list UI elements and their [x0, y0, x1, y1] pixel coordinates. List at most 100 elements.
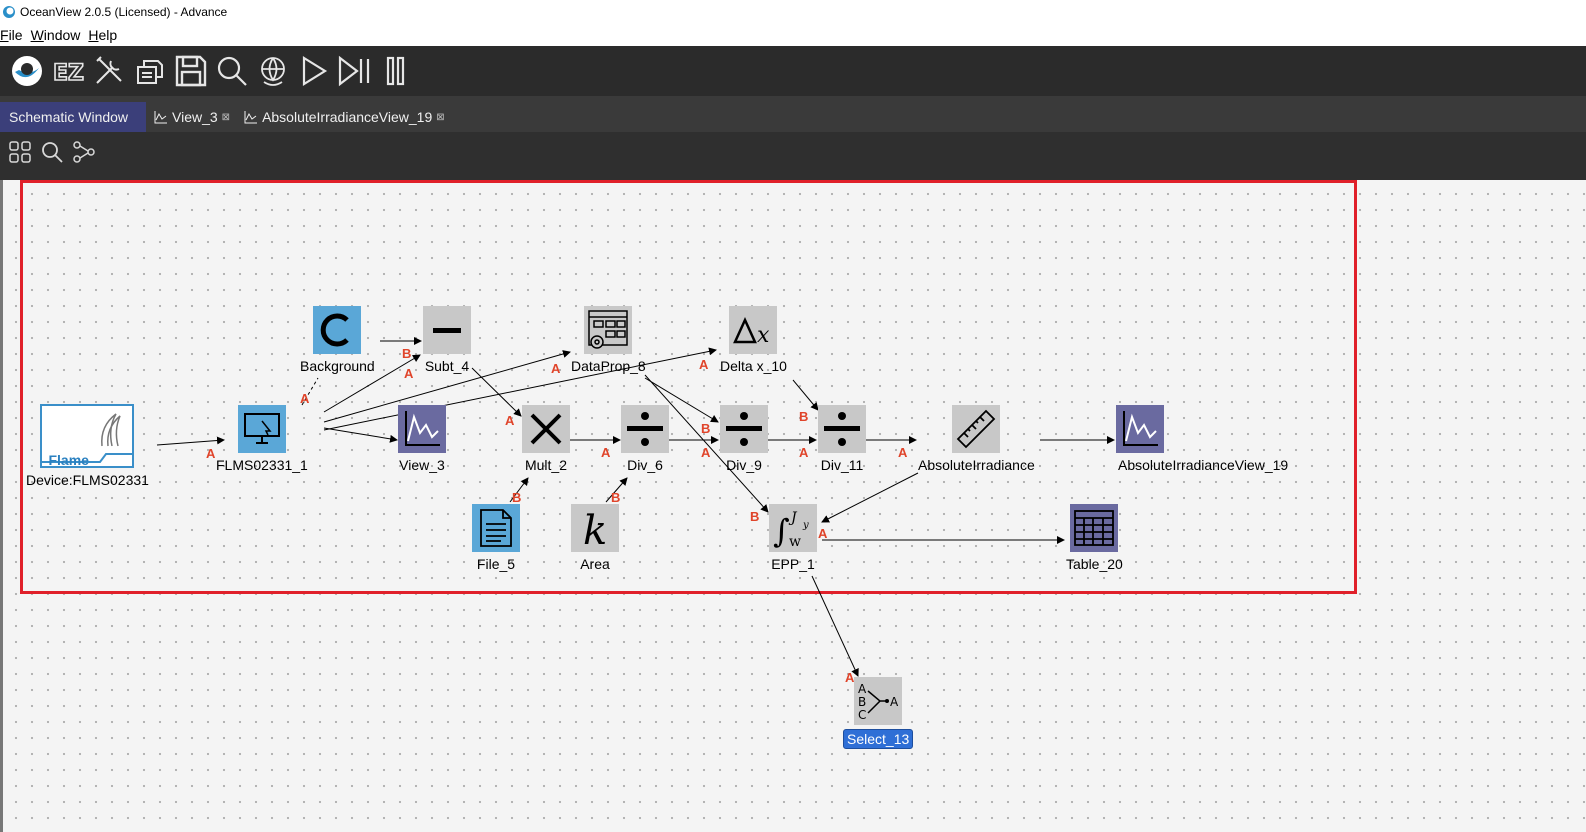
pause-icon[interactable] [375, 51, 416, 91]
canvas-border [0, 180, 3, 832]
node-absolute-irradiance-view[interactable] [1116, 405, 1164, 453]
node-label: AbsoluteIrradianceView_19 [1118, 457, 1289, 473]
port-label: A [505, 413, 515, 428]
svg-text:y: y [802, 520, 809, 531]
tab-label: Schematic Window [9, 109, 129, 125]
node-label: View_3 [399, 457, 445, 473]
port-label: B [402, 346, 412, 361]
play-icon[interactable] [293, 51, 334, 91]
table-icon [1070, 504, 1119, 552]
node-subtract[interactable]: Subt_4 [423, 306, 471, 374]
minus-icon [423, 306, 471, 354]
node-flms02331[interactable]: FLMS02331_1 [216, 405, 308, 473]
zoom-icon[interactable] [36, 136, 68, 168]
export-icon[interactable] [129, 51, 170, 91]
node-label: Select_13 [843, 729, 914, 749]
svg-text:B: B [858, 695, 866, 709]
ez-icon[interactable]: EZ [47, 51, 88, 91]
node-absolute-irradiance[interactable]: AbsoluteIrradiance [918, 405, 1035, 473]
oceanview-logo-icon[interactable] [6, 51, 47, 91]
port-label: B [512, 490, 522, 505]
node-label: AbsoluteIrradiance [918, 457, 1035, 473]
close-icon[interactable]: ⊠ [436, 111, 445, 123]
main-toolbar: EZ [0, 46, 1586, 96]
chart-icon [154, 111, 167, 124]
tab-absolute-irradiance-view[interactable]: AbsoluteIrradianceView_19 ⊠ [238, 102, 451, 132]
flame-text: Flame [48, 452, 89, 468]
node-multiply[interactable]: Mult_2 [522, 405, 570, 473]
node-device-flame[interactable]: Flame Device:FLMS02331 [26, 404, 149, 488]
reset-icon [313, 306, 362, 354]
settings-panel-icon [584, 306, 633, 354]
share-nodes-icon[interactable] [68, 136, 100, 168]
port-label: B [701, 421, 711, 436]
tab-schematic-window[interactable]: Schematic Window [0, 102, 146, 132]
tab-label: View_3 [172, 109, 218, 125]
port-label: B [611, 490, 621, 505]
port-label: A [898, 445, 908, 460]
monitor-cursor-icon [237, 405, 286, 453]
node-label: Mult_2 [524, 457, 568, 473]
node-background[interactable]: Background [300, 306, 375, 374]
document-icon [472, 504, 520, 552]
node-area[interactable]: k Area [571, 504, 619, 572]
node-file-5[interactable]: File_5 [472, 504, 520, 572]
svg-text:EZ: EZ [53, 61, 84, 86]
multiply-icon [522, 405, 570, 453]
svg-text:J: J [788, 510, 798, 526]
flame-device-icon: Flame [40, 404, 135, 468]
svg-text:w: w [789, 534, 801, 550]
node-label: DataProp_8 [571, 358, 646, 374]
schematic-toolbar [0, 132, 1586, 172]
node-label: Div_9 [726, 457, 762, 473]
port-label: A [551, 361, 561, 376]
tools-icon[interactable] [88, 51, 129, 91]
node-dataprop[interactable]: DataProp_8 [571, 306, 646, 374]
close-icon[interactable]: ⊠ [221, 111, 231, 123]
svg-text:k: k [583, 508, 607, 550]
port-label: B [750, 509, 760, 524]
port-label: A [601, 445, 611, 460]
divide-icon [621, 405, 669, 453]
port-label: A [404, 366, 414, 381]
step-icon[interactable] [334, 51, 375, 91]
node-label: Subt_4 [424, 358, 470, 374]
window-title: OceanView 2.0.5 (Licensed) - Advance [20, 5, 228, 19]
globe-icon[interactable] [252, 51, 293, 91]
node-label: File_5 [476, 556, 516, 572]
node-divide-11[interactable]: Div_11 [818, 405, 866, 473]
node-divide-9[interactable]: Div_9 [720, 405, 768, 473]
node-label: Div_11 [820, 457, 864, 473]
chart-icon [244, 111, 258, 124]
search-icon[interactable] [211, 51, 252, 91]
schematic-canvas[interactable] [0, 172, 1586, 832]
node-divide-6[interactable]: Div_6 [621, 405, 669, 473]
node-table-20[interactable]: Table_20 [1066, 504, 1123, 572]
node-label: EPP_1 [771, 556, 815, 572]
device-label: Device:FLMS02331 [26, 472, 149, 488]
node-label: Delta x_10 [720, 358, 787, 374]
menu-bar: File Window Help [0, 24, 1586, 46]
tab-view-3[interactable]: View_3 ⊠ [148, 102, 236, 132]
svg-text:A: A [890, 695, 899, 709]
menu-window[interactable]: Window [30, 27, 81, 43]
selection-highlight [20, 180, 1357, 594]
node-view-3[interactable]: View_3 [398, 405, 446, 473]
constant-k-icon: k [571, 504, 619, 552]
svg-text:∫: ∫ [773, 512, 790, 550]
svg-text:A: A [858, 682, 867, 696]
tab-strip: Schematic Window View_3 ⊠ AbsoluteIrradi… [0, 96, 1586, 132]
divide-icon [818, 405, 866, 453]
node-delta-x[interactable]: x Delta x_10 [720, 306, 787, 374]
title-bar: OceanView 2.0.5 (Licensed) - Advance [0, 0, 1586, 24]
menu-file[interactable]: File [0, 27, 23, 43]
menu-help[interactable]: Help [88, 27, 118, 43]
grid-icon[interactable] [4, 136, 36, 168]
save-icon[interactable] [170, 51, 211, 91]
divide-icon [720, 405, 768, 453]
oceanview-app-icon [3, 6, 15, 18]
